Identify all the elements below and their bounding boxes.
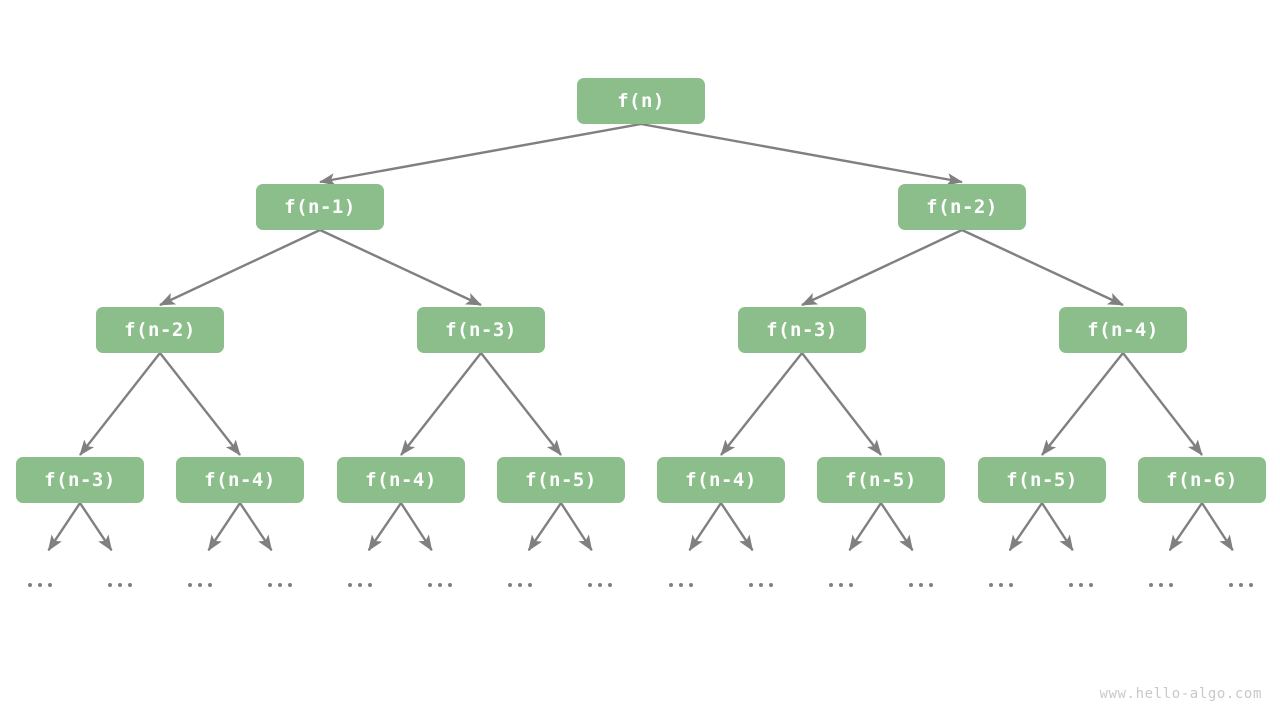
leaf-edge-3	[239, 502, 273, 552]
tree-node-fnminus3: f(n-3)	[417, 307, 545, 353]
leaf-edge-4	[367, 502, 402, 552]
tree-node-label: f(n-1)	[284, 196, 356, 218]
leaf-edge-7	[559, 502, 593, 552]
tree-node-fnminus5: f(n-5)	[817, 457, 945, 503]
ellipsis-marker	[829, 583, 853, 587]
leaf-edge-6	[527, 502, 562, 552]
edge-L2N1-to-L3N3	[480, 352, 562, 456]
tree-node-label: f(n-2)	[926, 196, 998, 218]
tree-node-fnminus2: f(n-2)	[898, 184, 1026, 230]
tree-edges	[79, 122, 1203, 456]
tree-node-fnminus5: f(n-5)	[978, 457, 1106, 503]
edge-L1N1-to-L2N2	[801, 228, 963, 307]
leaf-edge-8	[688, 502, 722, 552]
tree-node-label: f(n)	[617, 90, 665, 112]
edge-L2N3-to-L3N7	[1122, 352, 1203, 456]
ellipsis-marker	[1149, 583, 1173, 587]
tree-node-label: f(n-5)	[845, 469, 917, 491]
leaf-edge-10	[848, 502, 882, 552]
edge-L2N2-to-L3N5	[801, 352, 882, 456]
leaf-edge-11	[880, 502, 914, 552]
ellipsis-marker	[428, 583, 452, 587]
ellipsis-marker	[108, 583, 132, 587]
tree-node-label: f(n-3)	[766, 319, 838, 341]
tree-node-label: f(n-4)	[1087, 319, 1159, 341]
tree-node-fnminus4: f(n-4)	[176, 457, 304, 503]
edge-L1N0-to-L2N1	[319, 228, 482, 307]
leaf-edge-15	[1200, 502, 1234, 552]
ellipsis-marker	[588, 583, 612, 587]
tree-node-label: f(n-2)	[124, 319, 196, 341]
ellipsis-marker	[749, 583, 773, 587]
tree-node-fnminus4: f(n-4)	[657, 457, 785, 503]
edge-L2N0-to-L3N1	[159, 352, 241, 456]
tree-node-fnminus4: f(n-4)	[1059, 307, 1187, 353]
ellipsis-marker	[348, 583, 372, 587]
tree-node-fnminus1: f(n-1)	[256, 184, 384, 230]
leaf-edge-14	[1168, 502, 1203, 552]
tree-node-label: f(n-4)	[365, 469, 437, 491]
edge-L0N0-to-L1N0	[319, 122, 642, 186]
edge-L2N3-to-L3N6	[1041, 352, 1124, 456]
tree-node-fnminus2: f(n-2)	[96, 307, 224, 353]
tree-node-label: f(n-3)	[445, 319, 517, 341]
tree-node-label: f(n-3)	[44, 469, 116, 491]
ellipsis-marker	[909, 583, 933, 587]
watermark: www.hello-algo.com	[1099, 686, 1262, 702]
tree-node-fnminus3: f(n-3)	[738, 307, 866, 353]
edge-L2N0-to-L3N0	[79, 352, 161, 456]
ellipsis-marker	[28, 583, 52, 587]
tree-node-label: f(n-4)	[204, 469, 276, 491]
ellipsis-marker	[508, 583, 532, 587]
tree-node-label: f(n-4)	[685, 469, 757, 491]
leaf-edge-1	[79, 502, 113, 552]
edge-L1N1-to-L2N3	[961, 228, 1124, 307]
edge-L2N1-to-L3N2	[400, 352, 482, 456]
ellipsis-marker	[188, 583, 212, 587]
ellipsis-marker	[1069, 583, 1093, 587]
leaf-edge-12	[1008, 502, 1043, 552]
tree-node-fnminus4: f(n-4)	[337, 457, 465, 503]
tree-node-label: f(n-5)	[1006, 469, 1078, 491]
tree-node-fnminus6: f(n-6)	[1138, 457, 1266, 503]
tree-node-label: f(n-6)	[1166, 469, 1238, 491]
leaf-edge-5	[399, 502, 433, 552]
leaf-edge-13	[1040, 502, 1074, 552]
ellipsis-marker	[669, 583, 693, 587]
edge-L2N2-to-L3N4	[720, 352, 803, 456]
ellipsis-marker	[989, 583, 1013, 587]
edge-L0N0-to-L1N1	[640, 122, 963, 186]
leaf-edge-9	[720, 502, 754, 552]
leaf-edge-2	[207, 502, 241, 552]
tree-node-label: f(n-5)	[525, 469, 597, 491]
leaf-edge-0	[47, 502, 81, 552]
tree-node-fnminus5: f(n-5)	[497, 457, 625, 503]
leaf-edges	[47, 502, 1234, 552]
ellipsis-marker	[1229, 583, 1253, 587]
tree-node-fnminus3: f(n-3)	[16, 457, 144, 503]
ellipsis-marker	[268, 583, 292, 587]
tree-node-fn: f(n)	[577, 78, 705, 124]
edge-L1N0-to-L2N0	[159, 228, 321, 307]
